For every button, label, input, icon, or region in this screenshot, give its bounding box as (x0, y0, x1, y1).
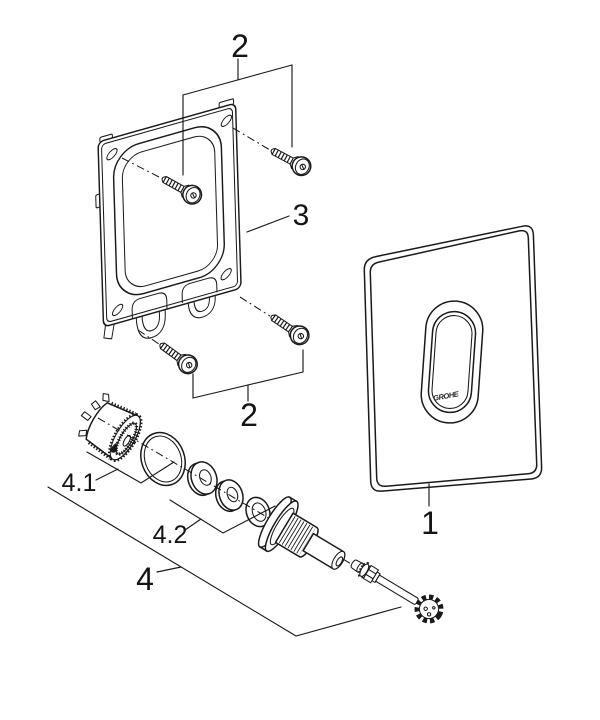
leader-screws-bottom (192, 349, 304, 402)
axis-bottom-left (137, 329, 160, 345)
cap-hole-2 (426, 612, 432, 617)
cartridge-shadow (110, 442, 118, 453)
plunger-stem-tip (331, 550, 346, 570)
frame-hole-bottom-left (111, 303, 124, 317)
washer-3 (245, 496, 271, 528)
screw-bottom-left (155, 337, 201, 377)
axis-bottom-right (239, 296, 271, 317)
label-plate: 1 (421, 505, 439, 541)
rod-shaft (375, 574, 419, 605)
cap-hole-1 (423, 606, 428, 611)
cap-face (418, 598, 440, 620)
axis-top-left (121, 157, 162, 179)
axis-top-right (232, 127, 271, 151)
leader-seal-group (169, 499, 276, 534)
label-screws-bottom: 2 (240, 397, 258, 433)
cartridge-prong-3 (80, 411, 92, 421)
label-seal-group: 4.2 (153, 521, 188, 549)
cap-hole-3 (432, 606, 436, 610)
cartridge-prong-2 (90, 400, 101, 411)
screw-bottom-right (266, 309, 312, 349)
frame-arch-right (181, 277, 218, 304)
plunger (257, 496, 346, 570)
frame-outer-inner-line (101, 108, 239, 323)
label-valve-assembly: 4 (136, 561, 154, 597)
label-frame: 3 (293, 199, 310, 232)
frame-outer-edge (97, 103, 242, 327)
button-face (427, 310, 477, 414)
button-recess-ring (420, 300, 484, 424)
cartridge-hub (122, 434, 132, 447)
screw-axis-lines (121, 127, 271, 345)
label-cartridge-group: 4.1 (62, 469, 97, 497)
leader-screws-top (182, 58, 293, 176)
push-rod (350, 559, 419, 605)
cartridge-inner-ring (115, 422, 138, 455)
cartridge-foot (78, 429, 88, 437)
leader-cartridge-group (86, 451, 175, 484)
washer-2 (214, 479, 244, 513)
frame-hole-top-right (220, 114, 233, 128)
cartridge-sleeve (78, 393, 143, 462)
frame-hole-top-left (106, 148, 118, 161)
plunger-bore (335, 556, 344, 567)
leader-frame (246, 215, 290, 233)
button-face-rim (431, 315, 473, 409)
frame-opening-front-edge (112, 126, 225, 296)
label-screws-top: 2 (231, 28, 249, 64)
frame-hole-bottom-right (220, 268, 232, 281)
leader-valve-assembly (47, 486, 402, 637)
washer-1 (186, 461, 218, 497)
flush-button: GROHE (420, 300, 484, 424)
screw-top-right (267, 142, 314, 179)
cartridge-prong-1 (102, 393, 110, 403)
assembly-axis (97, 417, 273, 521)
valve-assembly (78, 393, 444, 624)
flush-plate: GROHE (363, 225, 543, 492)
frame-arch-left (131, 292, 168, 319)
mounting-frame (95, 98, 242, 340)
frame-opening-back-edge (121, 135, 219, 288)
rod-end-cap (414, 594, 444, 624)
o-ring (140, 431, 186, 487)
